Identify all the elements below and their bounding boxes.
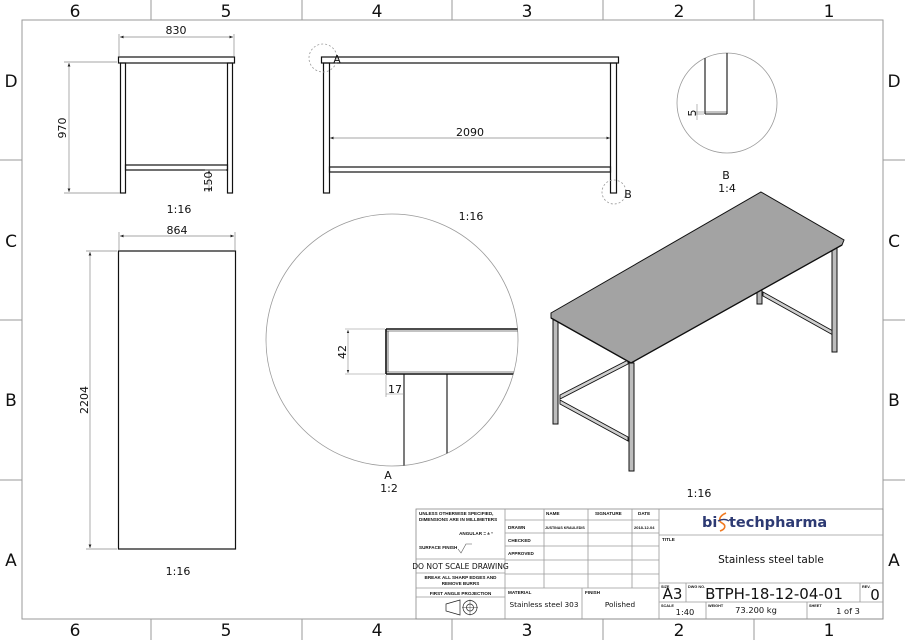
dwg-no-label: DWG NO. xyxy=(688,585,705,589)
sheet-size: A3 xyxy=(663,585,683,603)
title-block: UNLESS OTHERWISE SPECIFIED, DIMENSIONS A… xyxy=(412,508,884,620)
header-name: NAME xyxy=(546,511,560,516)
rev-label: REV. xyxy=(862,585,871,589)
column-label: 4 xyxy=(372,621,383,640)
dim-rail-height: 150 xyxy=(202,172,215,193)
column-labels-bottom: 6 5 4 3 2 1 xyxy=(70,621,835,640)
view-scale: 1:4 xyxy=(718,182,736,195)
finish-label: FINISH xyxy=(585,590,601,595)
column-labels-top: 6 5 4 3 2 1 xyxy=(70,2,835,22)
detail-a-view: 42 17 A 1:2 xyxy=(265,213,519,495)
scale-label: SCALE xyxy=(661,604,674,608)
isometric-view: 1:16 xyxy=(550,191,845,500)
drawing-title: Stainless steel table xyxy=(718,554,824,566)
surface-finish-label: SURFACE FINISH xyxy=(419,545,458,550)
row-label: D xyxy=(887,72,900,92)
top-view: 864 2204 1:16 xyxy=(78,224,237,578)
side-view-geometry xyxy=(117,56,236,194)
dim-length: 2090 xyxy=(456,126,484,139)
detail-label: B xyxy=(722,169,730,182)
sheet-number: 1 of 3 xyxy=(836,606,860,616)
front-view: 2090 A B 1:16 xyxy=(308,43,632,223)
dim-height: 970 xyxy=(56,118,69,139)
drawn-date: 2018-12-04 xyxy=(634,525,655,530)
logo-text-suffix: techpharma xyxy=(729,515,827,531)
dim-thickness: 42 xyxy=(336,345,349,359)
top-view-outline xyxy=(117,250,237,550)
surface-finish-icon xyxy=(457,543,472,554)
column-label: 1 xyxy=(824,2,835,22)
detail-label: A xyxy=(384,469,392,482)
column-label: 2 xyxy=(674,2,685,22)
column-label: 5 xyxy=(221,621,232,640)
general-note: UNLESS OTHERWISE SPECIFIED, xyxy=(419,511,493,516)
dim-length: 2204 xyxy=(78,386,91,414)
drawn-by-name: JUSTINAS KRAULEDIS xyxy=(545,526,585,530)
row-labels-right: D C B A xyxy=(887,72,900,571)
material-value: Stainless steel 303 xyxy=(510,600,579,609)
row-labels-left: D C B A xyxy=(4,72,17,571)
row-label: D xyxy=(4,72,17,92)
row-label: A xyxy=(5,551,17,571)
logo-helix-icon xyxy=(718,512,727,532)
column-label: 6 xyxy=(70,2,81,22)
row-role-drawn: DRAWN xyxy=(508,525,526,530)
weight-label: WEIGHT xyxy=(708,604,724,608)
row-role-approved: APPROVED xyxy=(508,551,534,556)
dim-overhang: 17 xyxy=(388,383,402,396)
row-label: A xyxy=(888,551,900,571)
row-label: C xyxy=(5,232,17,252)
detail-callouts xyxy=(308,43,627,205)
dim-width: 864 xyxy=(167,224,188,237)
view-scale: 1:2 xyxy=(380,482,398,495)
angular-tolerance: ANGULAR = ± ° xyxy=(459,531,493,536)
company-logo: bi techpharma xyxy=(702,512,827,532)
logo-text-prefix: bi xyxy=(702,515,717,531)
header-signature: SIGNATURE xyxy=(595,511,622,516)
break-edges-note: REMOVE BURRS xyxy=(442,581,480,586)
weight-value: 73.200 kg xyxy=(735,605,777,615)
side-view: 830 970 150 1:16 xyxy=(56,24,236,216)
material-label: MATERIAL xyxy=(508,590,532,595)
column-label: 4 xyxy=(372,2,383,22)
finish-value: Polished xyxy=(605,600,635,609)
sheet-label: SHEET xyxy=(809,604,822,608)
side-view-dimensions xyxy=(64,34,235,194)
top-view-dimensions xyxy=(86,232,236,550)
do-not-scale-note: DO NOT SCALE DRAWING xyxy=(412,562,509,571)
column-label: 3 xyxy=(522,2,533,22)
size-label: SIZE xyxy=(661,585,670,589)
row-label: B xyxy=(888,391,900,411)
isometric-rails xyxy=(559,291,834,442)
row-label: C xyxy=(888,232,900,252)
column-label: 2 xyxy=(674,621,685,640)
view-scale: 1:16 xyxy=(687,487,712,500)
row-role-checked: CHECKED xyxy=(508,538,531,543)
first-angle-projection-icon xyxy=(445,599,478,616)
dim-gap: 5 xyxy=(686,110,699,117)
general-note: DIMENSIONS ARE IN MILLIMETERS xyxy=(419,517,497,522)
detail-a-marker: A xyxy=(333,53,341,66)
break-edges-note: BREAK ALL SHARP EDGES AND xyxy=(425,575,498,580)
front-view-geometry xyxy=(320,56,620,194)
column-label: 1 xyxy=(824,621,835,640)
isometric-tabletop xyxy=(550,191,845,364)
view-scale: 1:16 xyxy=(166,565,191,578)
detail-b-marker: B xyxy=(624,188,632,201)
projection-label: FIRST ANGLE PROJECTION xyxy=(430,591,492,596)
drawing-number: BTPH-18-12-04-01 xyxy=(705,585,843,603)
header-date: DATE xyxy=(638,511,650,516)
view-scale: 1:16 xyxy=(167,203,192,216)
column-label: 3 xyxy=(522,621,533,640)
view-scale: 1:16 xyxy=(459,210,484,223)
detail-b-view: 5 B 1:4 xyxy=(676,52,778,195)
column-label: 6 xyxy=(70,621,81,640)
title-label: TITLE xyxy=(662,537,675,542)
dim-width: 830 xyxy=(166,24,187,37)
row-label: B xyxy=(5,391,17,411)
column-label: 5 xyxy=(221,2,232,22)
revision: 0 xyxy=(870,586,880,604)
drawing-scale: 1:40 xyxy=(676,607,695,617)
